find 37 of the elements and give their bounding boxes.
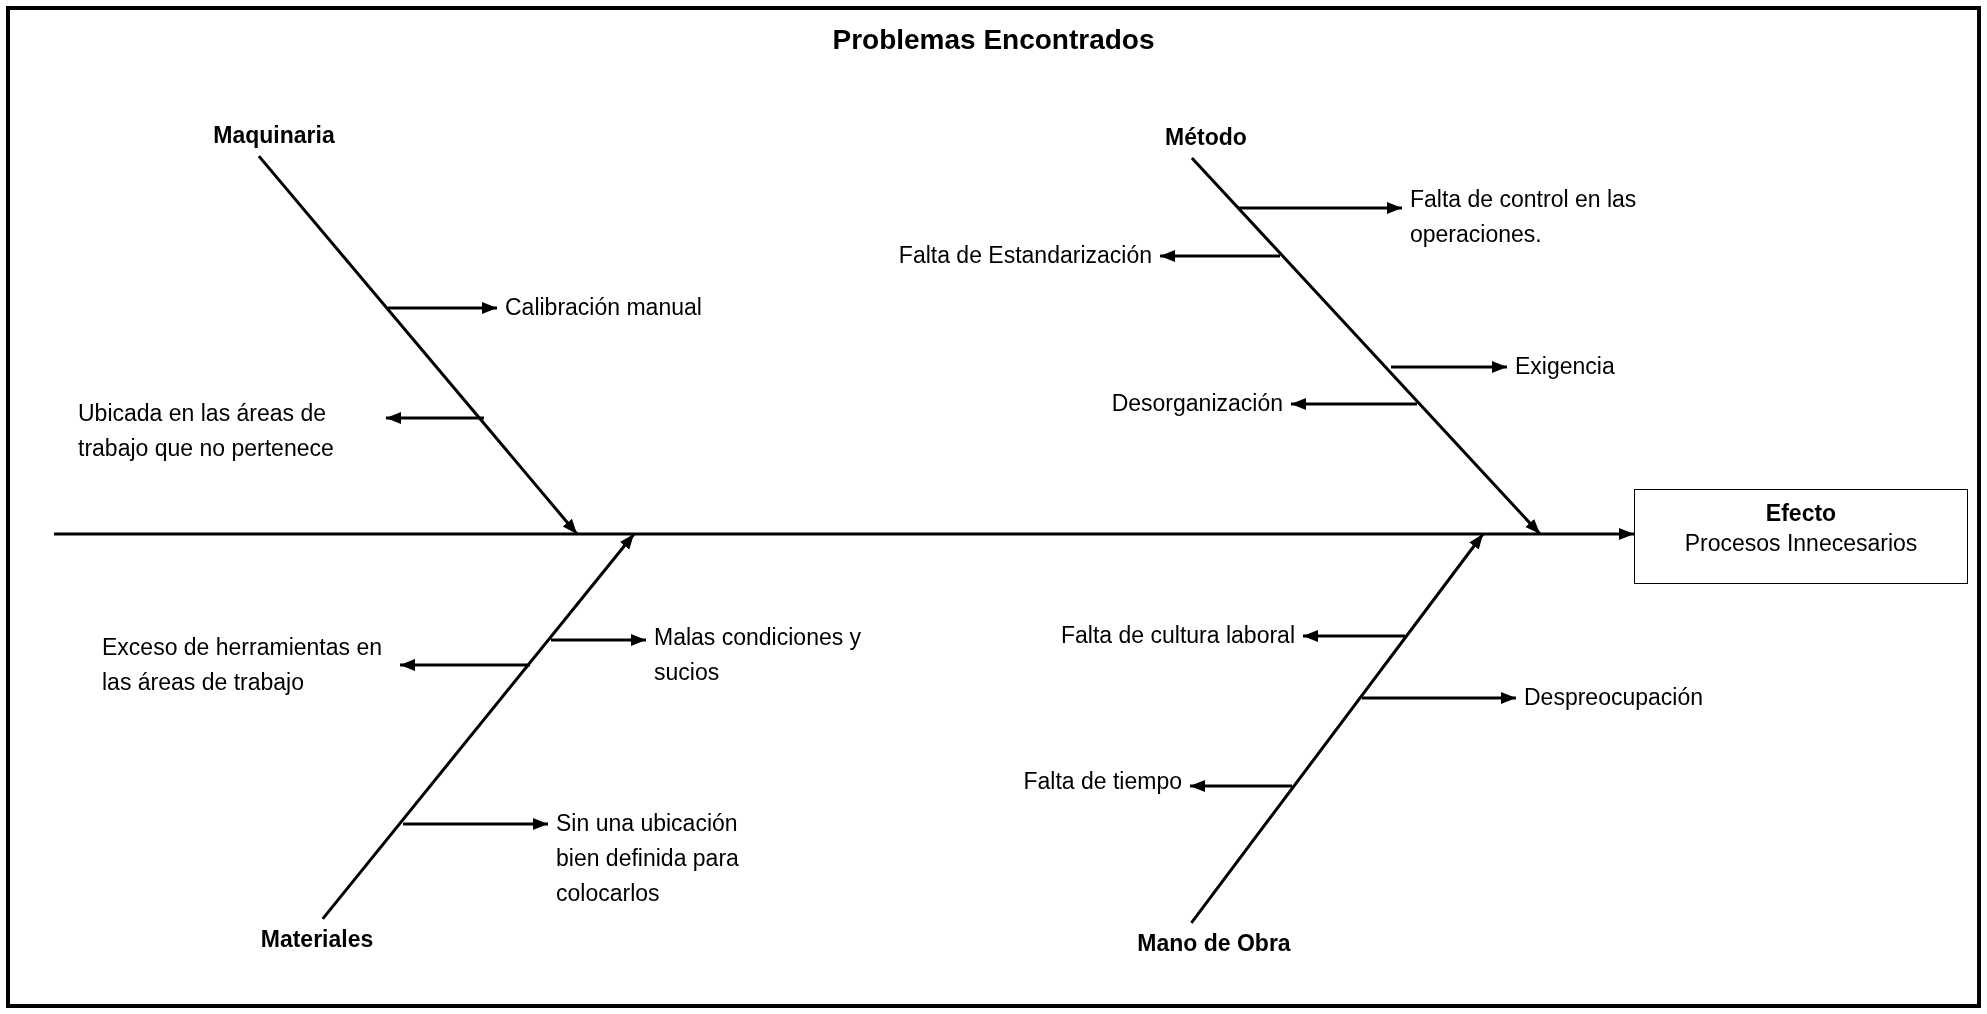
cause-label: Exigencia xyxy=(1515,349,1675,384)
effect-heading: Efecto xyxy=(1764,499,1838,528)
cause-label: Calibración manual xyxy=(505,290,765,325)
cause-label: Falta de Estandarización xyxy=(832,238,1152,273)
cause-label: Ubicada en las áreas de trabajo que no pertenece xyxy=(78,396,378,466)
effect-text: Procesos Innecesarios xyxy=(1683,529,1919,558)
cause-label: Falta de cultura laboral xyxy=(975,618,1295,653)
cause-label: Sin una ubicación bien definida para colocarlos xyxy=(556,806,786,911)
arrow xyxy=(1291,398,1417,410)
title: Problemas Encontrados xyxy=(831,24,1156,56)
bone-arrow xyxy=(321,533,636,920)
arrow xyxy=(388,302,497,314)
arrow xyxy=(400,659,530,671)
bone-arrow xyxy=(1190,533,1485,924)
arrow xyxy=(1238,202,1402,214)
cause-label: Desorganización xyxy=(1063,386,1283,421)
spine-arrow xyxy=(54,528,1634,540)
cause-label: Exceso de herramientas en las áreas de trabajo xyxy=(102,630,392,700)
cause-label: Falta de control en las operaciones. xyxy=(1410,182,1710,252)
arrow xyxy=(403,818,548,830)
bone-arrow xyxy=(1190,156,1542,535)
category-label: Mano de Obra xyxy=(1104,926,1324,961)
category-label: Método xyxy=(1106,120,1306,155)
cause-label: Falta de tiempo xyxy=(962,764,1182,799)
arrow xyxy=(551,634,646,646)
bone-arrow xyxy=(257,155,579,535)
arrow xyxy=(1303,630,1405,642)
arrow xyxy=(1190,780,1292,792)
category-label: Materiales xyxy=(217,922,417,957)
arrow xyxy=(1362,692,1516,704)
arrow xyxy=(386,412,484,424)
cause-label: Despreocupación xyxy=(1524,680,1764,715)
cause-label: Malas condiciones y sucios xyxy=(654,620,924,690)
category-label: Maquinaria xyxy=(174,118,374,153)
arrow xyxy=(1160,250,1280,262)
arrow xyxy=(1391,361,1507,373)
effect-box xyxy=(1634,489,1968,584)
